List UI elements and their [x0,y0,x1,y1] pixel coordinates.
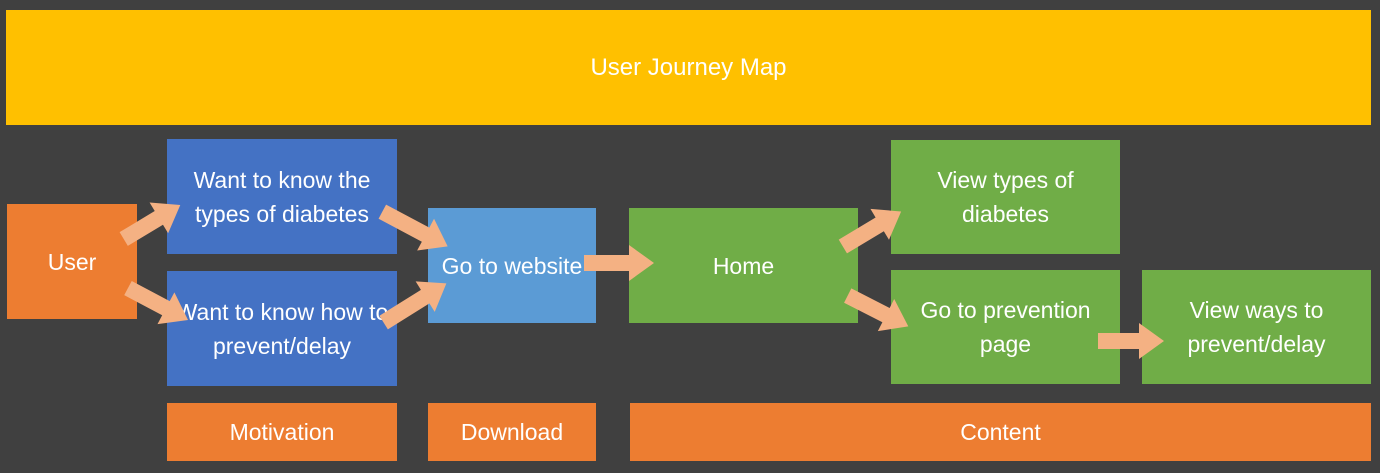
stage-motivation: Motivation [167,403,397,461]
node-go-prevention: Go to prevention page [891,270,1120,384]
node-user-label: User [47,248,97,275]
node-home: Home [629,208,858,323]
node-go-prevention-label: Go to prevention page [920,297,1091,357]
journey-map-title: User Journey Map [6,10,1371,125]
journey-map-title-text: User Journey Map [590,53,787,81]
stage-content-label: Content [960,419,1041,445]
node-view-types: View types of diabetes [891,140,1120,254]
node-view-ways: View ways to prevent/delay [1142,270,1371,384]
stage-download-label: Download [460,419,564,445]
node-want-prevent: Want to know how to prevent/delay [167,271,397,386]
node-go-website: Go to website [428,208,596,323]
node-want-types-label: Want to know the types of diabetes [193,166,371,227]
node-view-types-label: View types of diabetes [937,167,1074,227]
node-home-label: Home [712,252,775,279]
node-user: User [7,204,137,319]
stage-download: Download [428,403,596,461]
stage-motivation-label: Motivation [229,419,335,445]
node-view-ways-label: View ways to prevent/delay [1187,297,1326,357]
node-want-types: Want to know the types of diabetes [167,139,397,254]
node-want-prevent-label: Want to know how to prevent/delay [175,298,389,359]
stage-content: Content [630,403,1371,461]
node-go-website-label: Go to website [441,252,583,279]
